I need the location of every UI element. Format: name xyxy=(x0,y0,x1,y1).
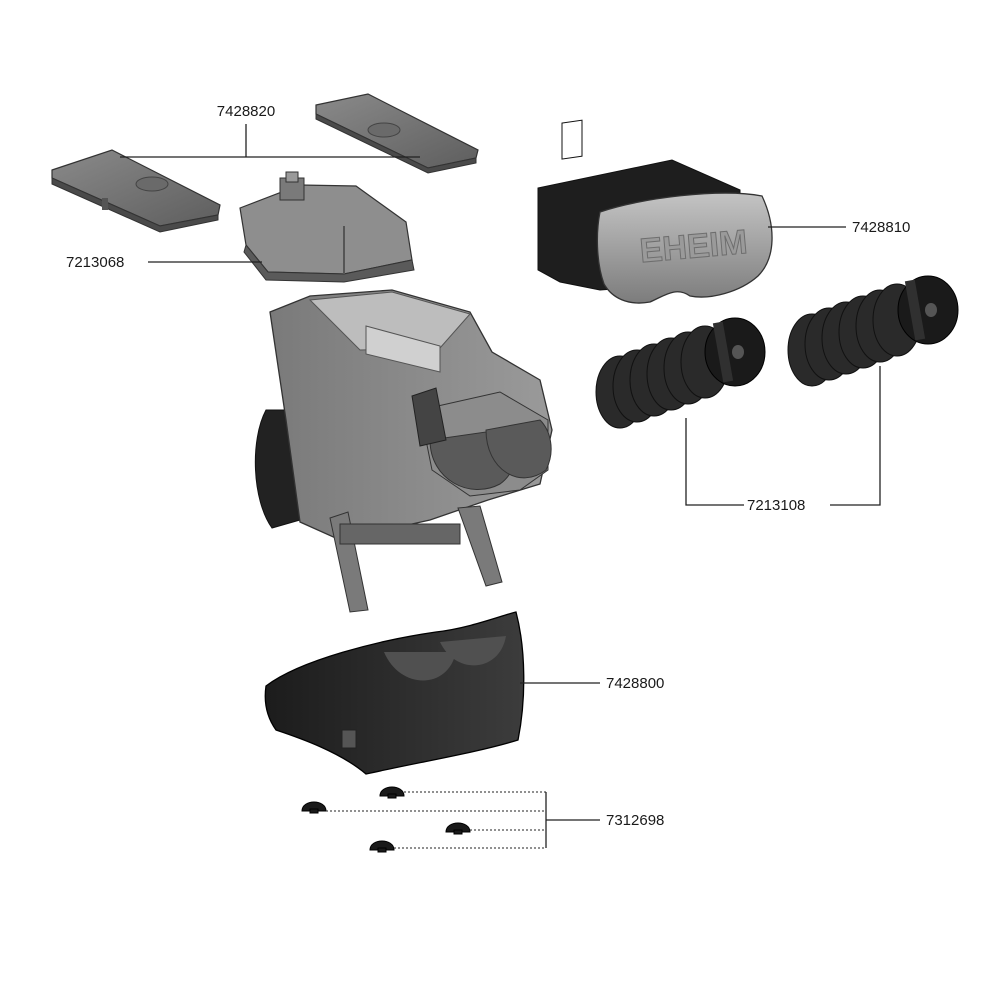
label-suction-cups: 7312698 xyxy=(606,812,664,829)
leaders-suction-cups xyxy=(326,791,600,849)
leader-sponges-right xyxy=(830,366,881,506)
suction-cup-4 xyxy=(369,840,395,853)
right-lid xyxy=(315,93,479,174)
sponge-right xyxy=(787,275,959,387)
lid-cover xyxy=(239,171,415,283)
label-lid-cover: 7213068 xyxy=(66,254,124,271)
suction-cups xyxy=(301,786,471,853)
label-front-cover: 7428810 xyxy=(852,219,910,236)
suction-cup-2 xyxy=(301,801,327,814)
label-lids: 7428820 xyxy=(217,103,275,120)
label-sponges: 7213108 xyxy=(747,497,805,514)
suction-cup-1 xyxy=(379,786,405,799)
front-cover: EHEIM xyxy=(537,119,773,304)
base-shell xyxy=(264,611,525,775)
left-lid xyxy=(51,149,221,233)
leader-sponges-left xyxy=(685,418,744,506)
suction-cup-3 xyxy=(445,822,471,835)
sponge-left xyxy=(595,317,766,429)
main-body xyxy=(254,289,553,613)
label-base-shell: 7428800 xyxy=(606,675,664,692)
